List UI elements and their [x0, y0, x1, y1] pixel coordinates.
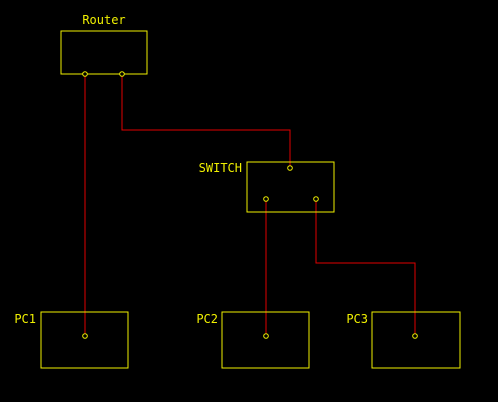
router-port-2: [119, 71, 125, 77]
pc2-box: [221, 311, 310, 369]
switch-node[interactable]: SWITCH: [199, 161, 335, 213]
pc3-label: PC3: [346, 312, 368, 326]
pc2-node[interactable]: PC2: [196, 311, 310, 369]
router-port-1: [82, 71, 88, 77]
switch-box: [246, 161, 335, 213]
pc3-port: [412, 333, 418, 339]
pc2-port: [263, 333, 269, 339]
pc3-node[interactable]: PC3: [346, 311, 461, 369]
wire-router-switch: [121, 74, 291, 168]
router-node[interactable]: Router: [60, 13, 148, 77]
pc1-node[interactable]: PC1: [14, 311, 129, 369]
switch-port-2: [313, 196, 319, 202]
pc1-box: [40, 311, 129, 369]
router-label: Router: [82, 13, 125, 27]
switch-label: SWITCH: [199, 161, 242, 175]
pc1-port: [82, 333, 88, 339]
switch-port-1: [263, 196, 269, 202]
router-box: [60, 30, 148, 75]
switch-port-uplink: [287, 165, 293, 171]
pc2-label: PC2: [196, 312, 218, 326]
pc3-box: [371, 311, 461, 369]
pc1-label: PC1: [14, 312, 36, 326]
wire-switch-pc3: [315, 199, 416, 336]
